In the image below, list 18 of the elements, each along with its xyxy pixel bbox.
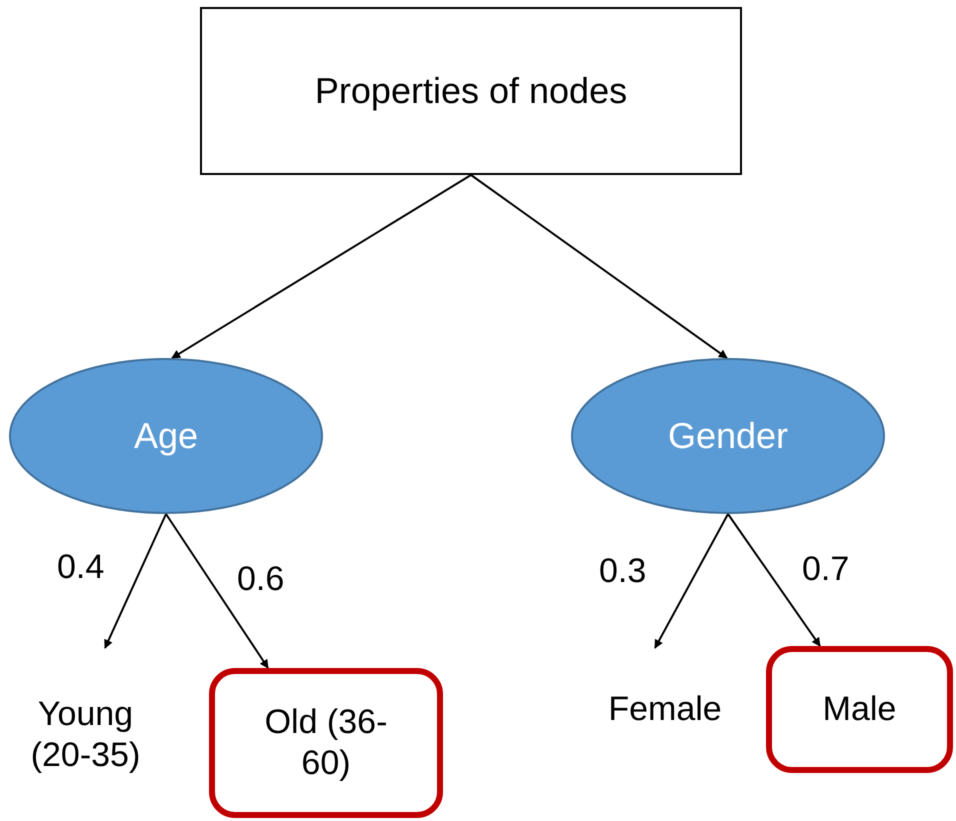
node-label: Properties of nodes (314, 69, 628, 113)
arrow (654, 514, 729, 649)
title-box (200, 7, 742, 175)
category-ellipse (571, 358, 885, 514)
selected-value-box (209, 668, 443, 818)
node-label: Old (36-60) (264, 702, 388, 784)
category-ellipse (9, 358, 323, 514)
node-label: Age (134, 414, 198, 458)
arrow (104, 514, 167, 649)
node-label: Gender (668, 414, 788, 458)
arrow (171, 174, 472, 359)
selected-value-box (766, 646, 953, 773)
node-label: Young (20-35) (30, 694, 142, 776)
arrow (165, 513, 269, 669)
arrow (470, 174, 728, 359)
node-label: Male (822, 689, 896, 730)
node-label: Female (608, 689, 722, 730)
arrow (727, 513, 821, 647)
